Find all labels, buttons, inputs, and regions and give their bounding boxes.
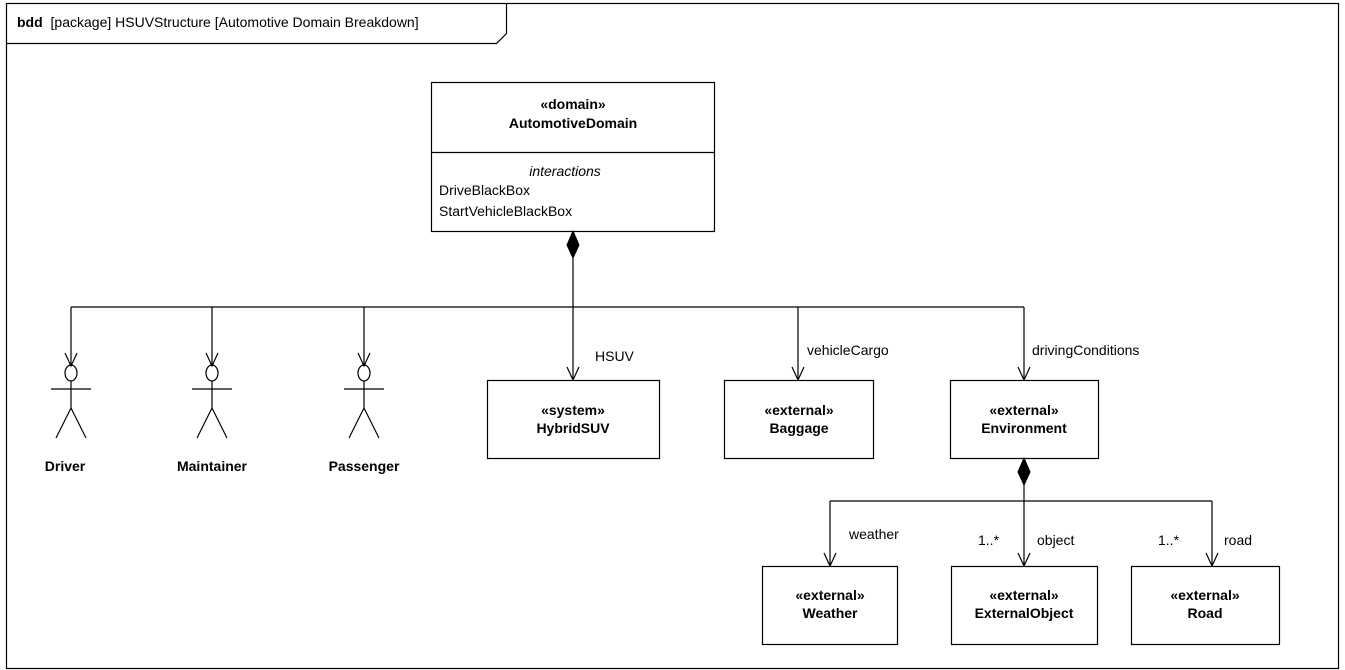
frame-header: bdd [package] HSUVStructure [Automotive … — [17, 14, 419, 30]
interaction-item: StartVehicleBlackBox — [439, 203, 572, 219]
frame-kind: bdd — [17, 14, 43, 30]
stick-figure-icon — [344, 364, 384, 439]
block-stereotype: «external» — [1170, 587, 1239, 603]
role-label-weather: weather — [848, 526, 899, 542]
role-label-object: object — [1037, 532, 1074, 548]
actor-maintainer[interactable]: Maintainer — [177, 364, 248, 474]
block-stereotype: «external» — [795, 587, 864, 603]
hybridsuv-block[interactable]: «system» HybridSUV — [486, 379, 661, 460]
domain-name: AutomotiveDomain — [509, 115, 637, 131]
block-name: ExternalObject — [975, 605, 1074, 621]
interactions-compartment-title: interactions — [529, 163, 601, 179]
weather-block[interactable]: «external» Weather — [761, 565, 899, 646]
domain-composition-tree — [64, 229, 1031, 382]
domain-stereotype: «domain» — [540, 96, 606, 112]
block-stereotype: «external» — [989, 402, 1058, 418]
road-block[interactable]: «external» Road — [1130, 565, 1281, 646]
actor-label: Passenger — [329, 458, 400, 474]
arrowhead — [205, 352, 219, 368]
arrowhead — [64, 352, 78, 368]
automotive-domain-block[interactable]: «domain» AutomotiveDomain interactions D… — [430, 81, 716, 233]
block-name: Baggage — [769, 420, 828, 436]
block-name: Weather — [803, 605, 859, 621]
block-name: HybridSUV — [536, 420, 610, 436]
role-label-hsuv: HSUV — [595, 348, 635, 364]
external-object-block[interactable]: «external» ExternalObject — [950, 565, 1099, 646]
multiplicity-road: 1..* — [1158, 532, 1180, 548]
frame-tab — [6, 3, 508, 45]
actor-driver[interactable]: Driver — [45, 364, 91, 474]
actor-passenger[interactable]: Passenger — [329, 364, 400, 474]
frame-title: [package] HSUVStructure [Automotive Doma… — [51, 14, 419, 30]
block-name: Environment — [981, 420, 1067, 436]
block-stereotype: «system» — [541, 402, 605, 418]
environment-block[interactable]: «external» Environment — [949, 379, 1100, 460]
block-name: Road — [1188, 605, 1223, 621]
actor-label: Maintainer — [177, 458, 248, 474]
arrowhead — [357, 352, 371, 368]
block-stereotype: «external» — [764, 402, 833, 418]
role-label-vehicle-cargo: vehicleCargo — [807, 342, 889, 358]
multiplicity-object: 1..* — [978, 532, 1000, 548]
stick-figure-icon — [192, 364, 232, 439]
block-stereotype: «external» — [989, 587, 1058, 603]
role-label-driving-conditions: drivingConditions — [1032, 342, 1139, 358]
baggage-block[interactable]: «external» Baggage — [723, 379, 875, 460]
actor-label: Driver — [45, 458, 86, 474]
stick-figure-icon — [51, 364, 91, 439]
role-label-road: road — [1224, 532, 1252, 548]
interaction-item: DriveBlackBox — [439, 182, 530, 198]
